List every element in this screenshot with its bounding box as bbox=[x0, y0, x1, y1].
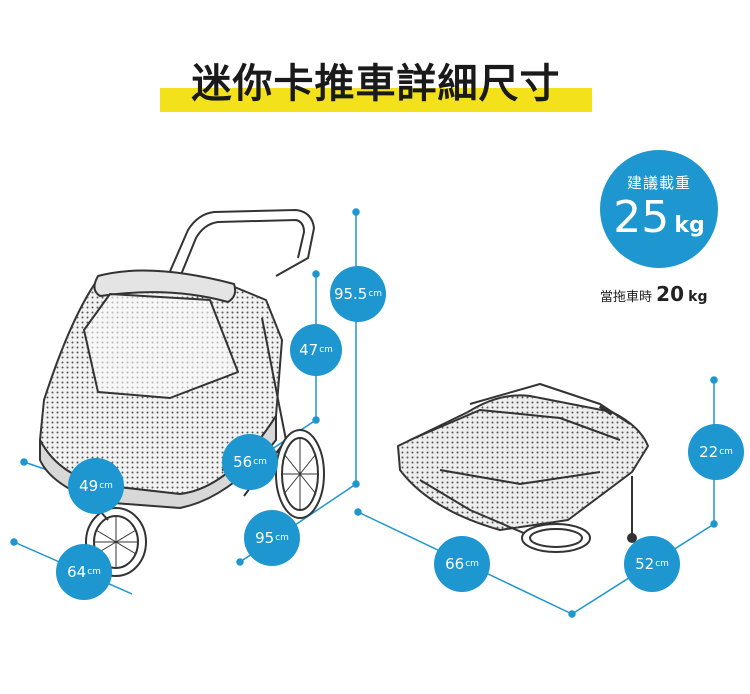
badge-folded-width-unit: cm bbox=[655, 559, 669, 569]
tow-load-unit: kg bbox=[688, 289, 708, 305]
badge-folded-length-value: 66 bbox=[445, 554, 465, 573]
badge-height-seat-value: 47 bbox=[299, 340, 319, 359]
badge-length-total: 95 cm bbox=[244, 510, 300, 566]
badge-height-total-unit: cm bbox=[368, 289, 383, 299]
badge-folded-height: 22 cm bbox=[688, 424, 744, 480]
title-block: 迷你卡推車詳細尺寸 bbox=[160, 56, 592, 116]
stroller-unfolded bbox=[39, 209, 325, 577]
badge-width-body: 56 cm bbox=[222, 434, 278, 490]
tow-load-note: 當拖車時 20 kg bbox=[600, 282, 730, 306]
recommended-load-badge: 建議載重 25 kg bbox=[600, 150, 718, 268]
badge-height-total: 95.5 cm bbox=[330, 266, 386, 322]
badge-folded-height-unit: cm bbox=[719, 447, 733, 457]
badge-width-wheels-unit: cm bbox=[87, 567, 101, 577]
recommended-load-unit: kg bbox=[674, 213, 705, 238]
badge-depth-body: 49 cm bbox=[68, 458, 124, 514]
badge-width-body-unit: cm bbox=[253, 457, 267, 467]
badge-length-total-unit: cm bbox=[275, 533, 289, 543]
recommended-load-label: 建議載重 bbox=[626, 174, 691, 192]
badge-folded-width: 52 cm bbox=[624, 536, 680, 592]
badge-folded-width-value: 52 bbox=[635, 554, 655, 573]
badge-depth-body-unit: cm bbox=[99, 481, 113, 491]
page-title: 迷你卡推車詳細尺寸 bbox=[191, 61, 561, 107]
recommended-load-value-group: 25 kg bbox=[600, 196, 718, 240]
tow-load-value: 20 bbox=[656, 282, 684, 306]
badge-depth-body-value: 49 bbox=[79, 476, 99, 495]
badge-folded-height-value: 22 bbox=[699, 442, 719, 461]
badge-length-total-value: 95 bbox=[255, 528, 275, 547]
badge-width-wheels-value: 64 bbox=[67, 562, 87, 581]
tow-load-prefix: 當拖車時 bbox=[600, 290, 653, 305]
badge-folded-length-unit: cm bbox=[465, 559, 479, 569]
badge-width-body-value: 56 bbox=[233, 452, 253, 471]
badge-height-total-value: 95.5 bbox=[333, 284, 368, 303]
recommended-load-value: 25 bbox=[613, 192, 670, 243]
stroller-folded bbox=[397, 383, 649, 553]
badge-height-seat: 47 cm bbox=[290, 324, 342, 376]
badge-width-wheels: 64 cm bbox=[56, 544, 112, 600]
title-highlight bbox=[160, 88, 592, 112]
badge-folded-length: 66 cm bbox=[434, 536, 490, 592]
badge-height-seat-unit: cm bbox=[319, 345, 333, 355]
